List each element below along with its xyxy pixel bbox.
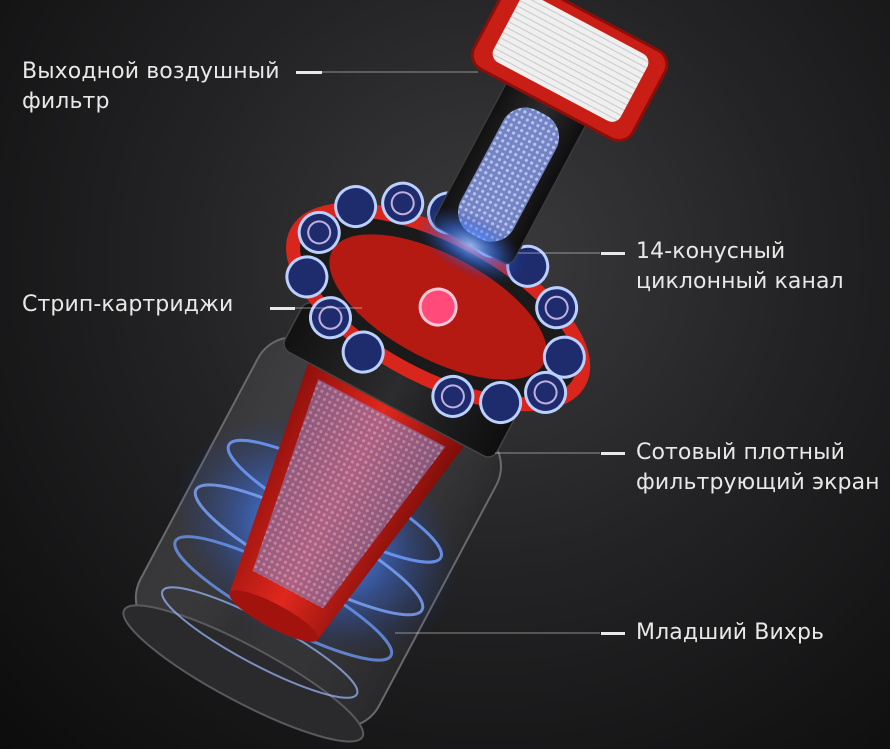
callout-small-vortex-marker [601, 632, 625, 635]
callout-cyclone-channel-line1: 14-конусный [636, 239, 786, 264]
callout-exhaust-filter-line2: фильтр [22, 89, 110, 114]
callout-small-vortex-line1: Младший Вихрь [636, 620, 825, 645]
callout-small-vortex: Младший Вихрь [636, 618, 824, 648]
callout-exhaust-filter-marker [296, 71, 322, 74]
callout-mesh-screen-line1: Сотовый плотный [636, 440, 845, 465]
callout-exhaust-filter-line1: Выходной воздушный [22, 59, 280, 84]
callout-exhaust-filter: Выходной воздушный фильтр [22, 57, 280, 117]
callout-cyclone-channel: 14-конусный циклонный канал [636, 237, 844, 297]
callout-cyclone-channel-marker [601, 252, 625, 255]
callout-mesh-screen-line2: фильтрующий экран [636, 470, 880, 495]
callout-mesh-screen-marker [601, 452, 625, 455]
callout-strip-cartridges-line1: Стрип-картриджи [22, 292, 234, 317]
callout-strip-cartridges-marker [270, 307, 295, 310]
callout-strip-cartridges: Стрип-картриджи [22, 290, 233, 320]
motor-shaft [457, 107, 560, 242]
callout-cyclone-channel-line2: циклонный канал [636, 269, 844, 294]
callout-mesh-screen: Сотовый плотный фильтрующий экран [636, 438, 880, 498]
